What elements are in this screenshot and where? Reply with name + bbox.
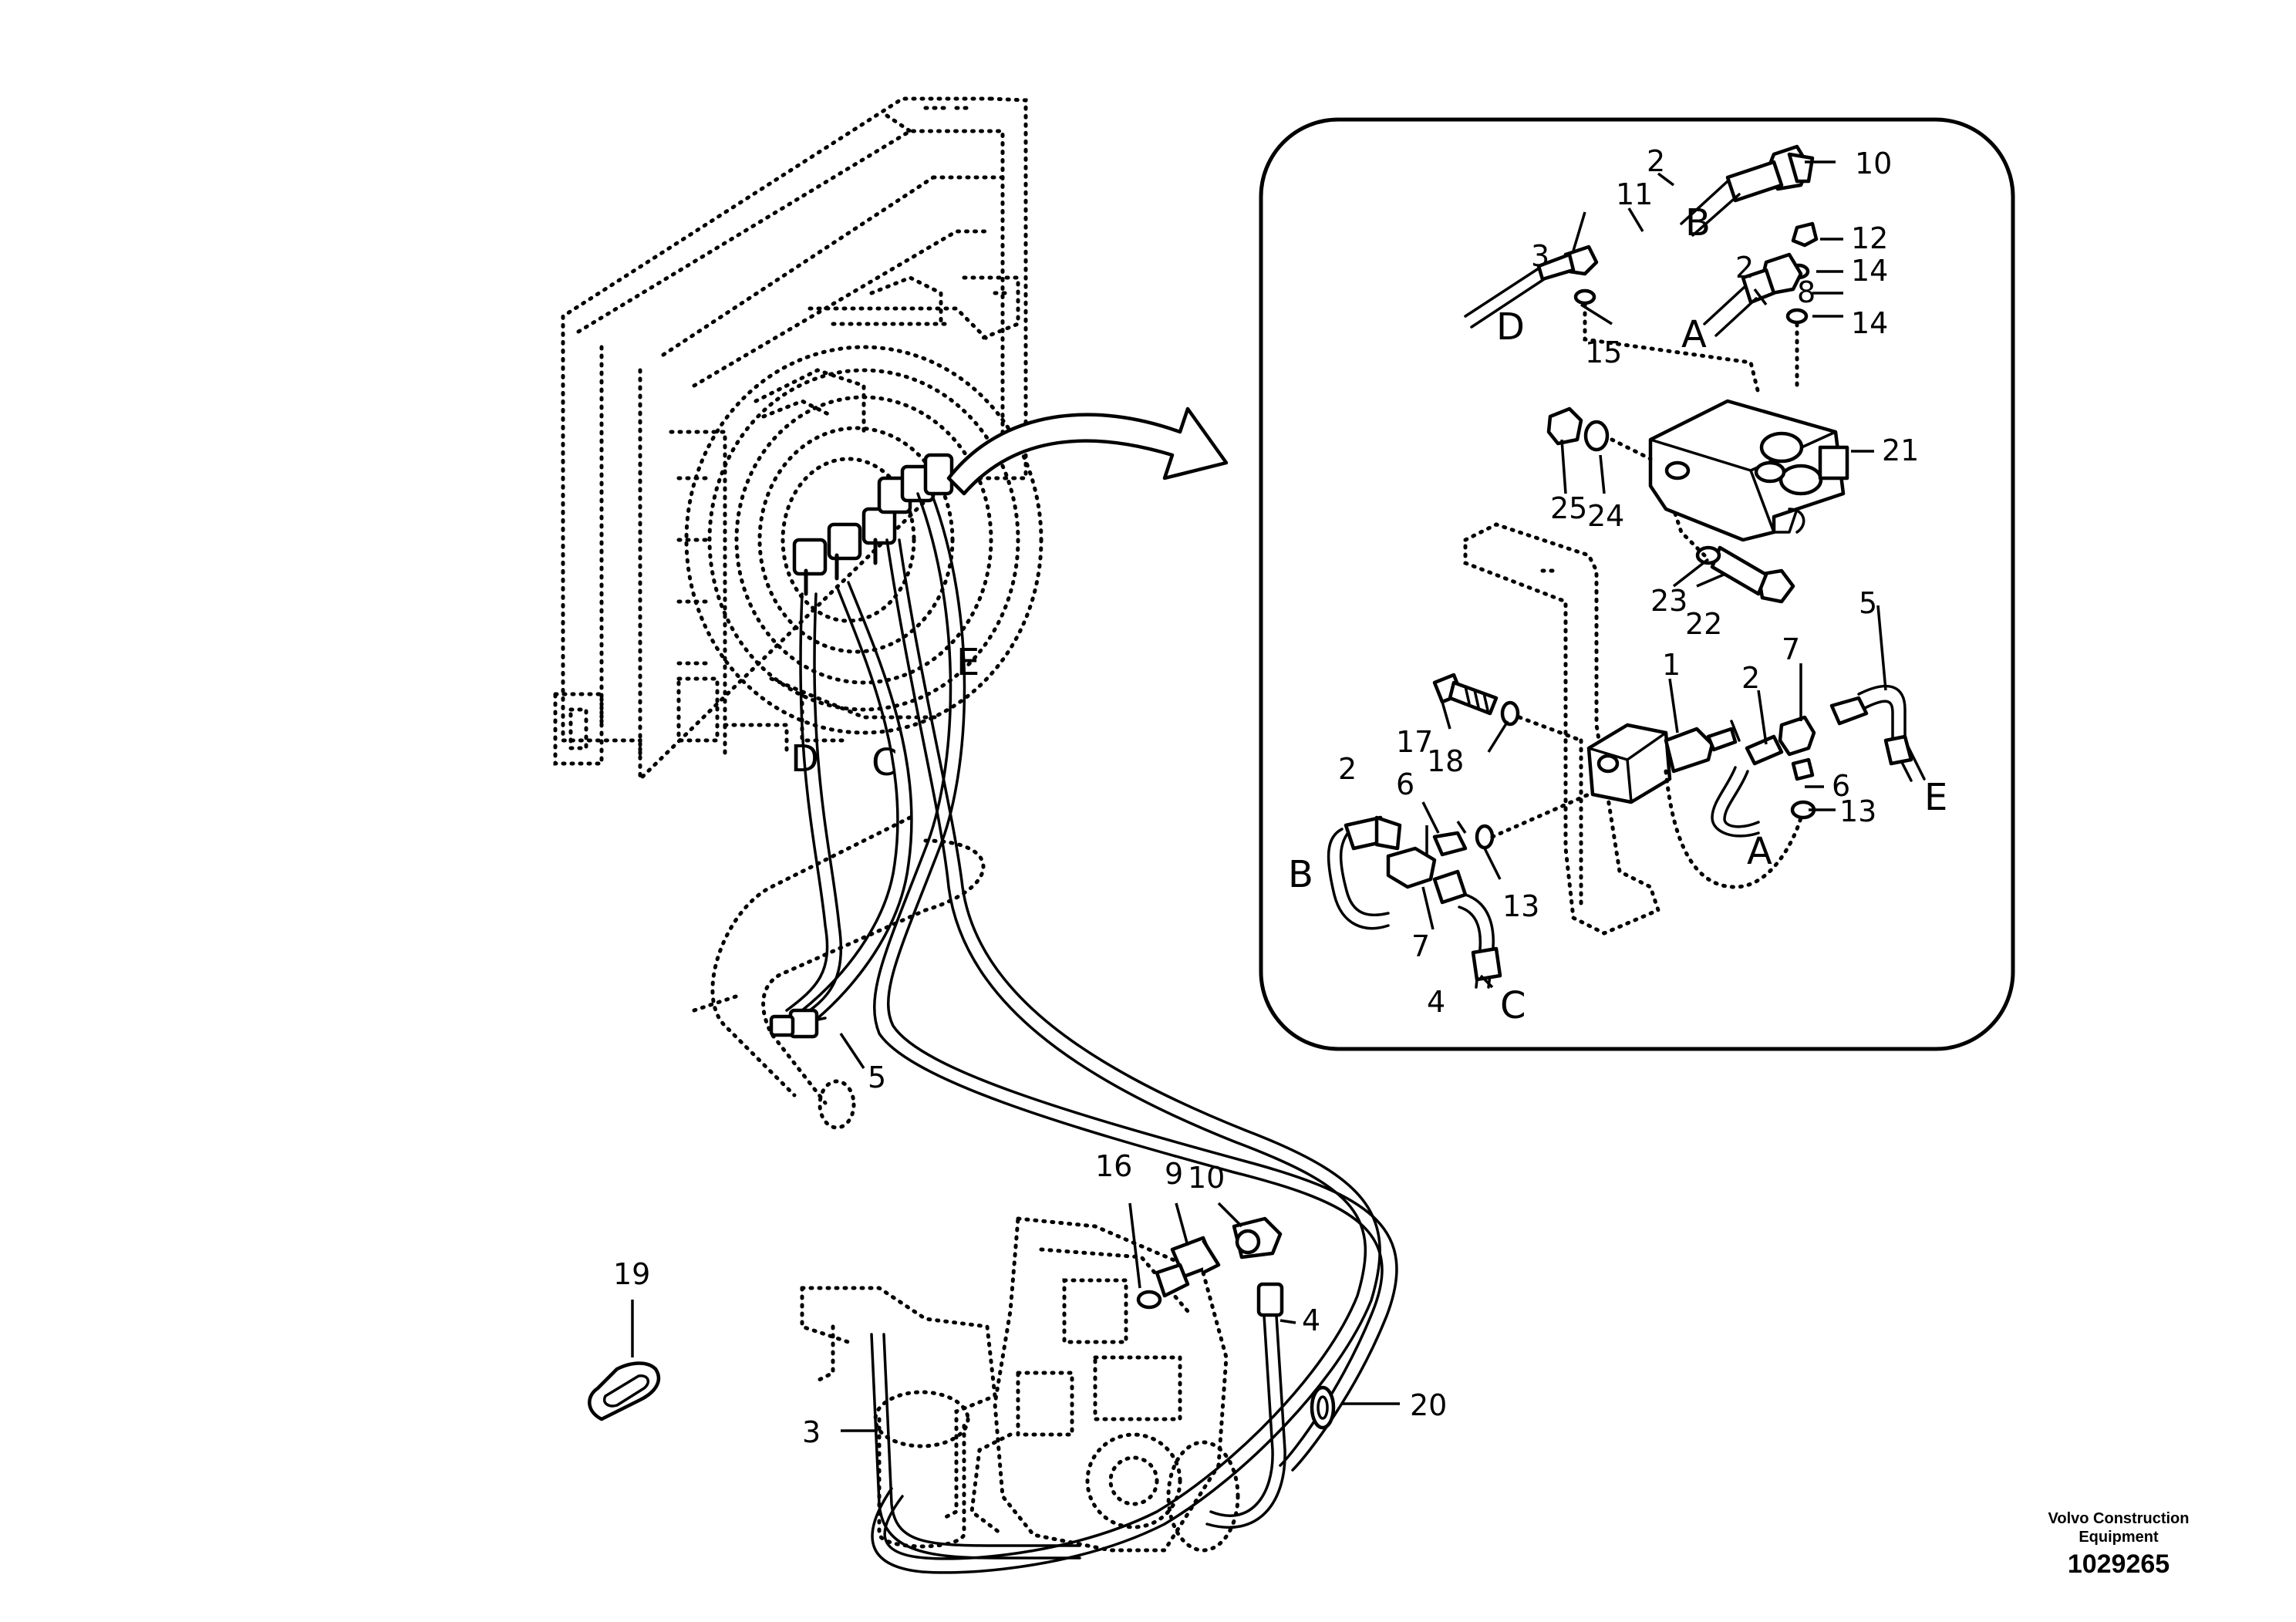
callout-17: 17 <box>1396 725 1433 759</box>
letter-e: E <box>1924 776 1947 819</box>
valve-block <box>1648 399 1849 542</box>
pump-assembly <box>800 1216 1240 1553</box>
callout-13: 13 <box>1839 794 1876 828</box>
callout-2: 2 <box>1741 661 1760 695</box>
callout-labels: 5 19 16 9 10 4 20 3 11 2 10 12 14 8 14 2… <box>613 144 1919 1449</box>
callout-23: 23 <box>1650 584 1687 618</box>
zoom-arrow <box>946 406 1229 496</box>
callout-4: 4 <box>1427 985 1445 1019</box>
detail-left-fittings <box>1327 792 1591 989</box>
letter-c: C <box>1500 984 1526 1027</box>
letter-b: B <box>1288 853 1313 896</box>
mounting-bracket <box>1463 522 1661 936</box>
hose-3 <box>870 1333 1081 1560</box>
bolt-22 <box>1671 507 1795 604</box>
letter-c: C <box>872 741 898 784</box>
fittings-cluster <box>792 453 954 596</box>
nut-25 <box>1546 406 1653 461</box>
hose-d <box>785 592 843 1020</box>
hose-5-fitting <box>769 1008 827 1039</box>
part-10-fitting <box>1232 1216 1283 1259</box>
letter-d: D <box>791 737 819 781</box>
callout-8: 8 <box>1797 275 1816 309</box>
solenoid-valve <box>1586 720 1741 804</box>
callout-12: 12 <box>1851 221 1888 255</box>
callout-6: 6 <box>1396 767 1414 801</box>
callout-20: 20 <box>1410 1388 1447 1422</box>
part-19-grommet <box>588 1361 661 1421</box>
callout-7: 7 <box>1411 929 1430 963</box>
callout-13: 13 <box>1502 889 1539 923</box>
callout-4: 4 <box>1302 1303 1320 1337</box>
callout-7: 7 <box>1782 632 1800 666</box>
callout-6: 6 <box>1832 769 1850 803</box>
callout-5: 5 <box>1859 586 1877 620</box>
callout-2: 2 <box>1647 144 1665 178</box>
callout-14: 14 <box>1851 306 1888 340</box>
leader-lines <box>631 160 1887 1432</box>
hose-c <box>801 581 913 1021</box>
letter-a: A <box>1747 830 1772 873</box>
callout-16: 16 <box>1095 1149 1132 1183</box>
letter-a: A <box>1681 313 1707 356</box>
callout-10: 10 <box>1855 147 1892 180</box>
callout-3: 3 <box>1531 239 1549 273</box>
part-9-fitting <box>1155 1236 1221 1298</box>
detail-right-fittings <box>1664 685 1926 889</box>
letter-d: D <box>1496 305 1525 349</box>
callout-25: 25 <box>1550 491 1587 525</box>
callout-21: 21 <box>1882 433 1919 467</box>
callout-24: 24 <box>1587 499 1624 533</box>
callout-5: 5 <box>868 1061 886 1094</box>
callout-22: 22 <box>1685 607 1722 641</box>
callout-1: 1 <box>1662 648 1681 682</box>
company-name: Volvo Construction Equipment <box>2048 1510 2190 1546</box>
bolt-17 <box>1432 673 1583 743</box>
letter-b: B <box>1685 201 1711 244</box>
callout-3: 3 <box>802 1415 821 1449</box>
callout-18: 18 <box>1427 744 1464 778</box>
detail-top-fittings <box>1464 144 1819 396</box>
part-16-oring <box>1136 1290 1162 1310</box>
callout-15: 15 <box>1585 336 1622 369</box>
document-number: 1029265 <box>2067 1549 2170 1579</box>
connection-letters: D C E D B A A E B C <box>791 201 1947 1027</box>
detail-view-panel <box>1259 117 2015 1051</box>
document-footer: Volvo Construction Equipment 1029265 <box>2041 1509 2196 1580</box>
callout-9: 9 <box>1165 1157 1183 1191</box>
callout-14: 14 <box>1851 254 1888 288</box>
callout-19: 19 <box>613 1257 650 1291</box>
radiator-assembly <box>553 96 1043 1130</box>
callout-10: 10 <box>1188 1161 1225 1195</box>
callout-2: 2 <box>1338 752 1357 786</box>
hose-4 <box>1205 1282 1286 1529</box>
letter-e: E <box>956 641 979 684</box>
callout-11: 11 <box>1616 177 1653 211</box>
part-20-grommet <box>1310 1385 1336 1430</box>
callout-2: 2 <box>1735 251 1754 285</box>
